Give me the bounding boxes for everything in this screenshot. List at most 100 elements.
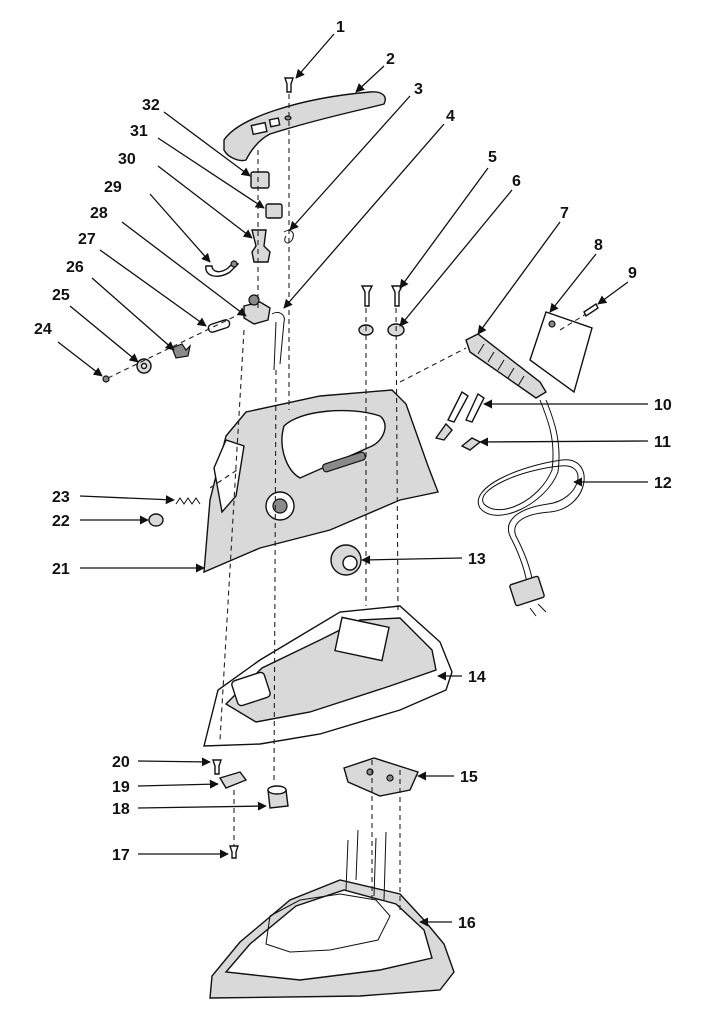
part-2-screw-hole bbox=[284, 115, 292, 121]
callout-6: 6 bbox=[512, 173, 521, 190]
part-12-power-cord bbox=[482, 399, 579, 591]
leader-23 bbox=[79, 495, 175, 505]
callout-25: 25 bbox=[52, 287, 70, 304]
leader-30 bbox=[157, 165, 253, 239]
part-12-plug-prong bbox=[537, 603, 547, 613]
part-16-soleplate-top bbox=[224, 889, 433, 981]
leader-19 bbox=[137, 779, 219, 789]
callout-30: 30 bbox=[118, 151, 136, 168]
part-1-screw bbox=[284, 77, 294, 93]
part-14-pod bbox=[231, 671, 271, 707]
part-2-handle-cover-window bbox=[250, 121, 268, 136]
callout-15: 15 bbox=[460, 769, 478, 786]
part-12-power-cord bbox=[477, 399, 585, 591]
part-11-connector bbox=[434, 422, 453, 441]
callout-20: 20 bbox=[112, 754, 130, 771]
part-20-screw bbox=[212, 759, 222, 775]
part-21-knob-seat-inner bbox=[272, 498, 288, 514]
callout-3: 3 bbox=[414, 81, 423, 98]
callout-11: 11 bbox=[654, 434, 671, 451]
callout-28: 28 bbox=[90, 205, 108, 222]
callout-23: 23 bbox=[52, 489, 70, 506]
leader-25 bbox=[69, 305, 139, 363]
part-5-screw bbox=[390, 285, 404, 307]
part-29-clamp-end bbox=[230, 260, 238, 268]
leader-4 bbox=[283, 123, 445, 309]
part-4-rod bbox=[271, 311, 285, 365]
part-21-handle-opening bbox=[281, 409, 386, 479]
part-17-screw bbox=[229, 845, 239, 859]
callout-32: 32 bbox=[142, 97, 160, 114]
part-28-valve-body bbox=[243, 301, 271, 325]
leader-29 bbox=[149, 193, 211, 263]
callout-18: 18 bbox=[112, 801, 130, 818]
part-15-thermostat bbox=[343, 757, 419, 797]
part-25-washer-hole bbox=[140, 362, 148, 370]
callout-10: 10 bbox=[654, 397, 672, 414]
callout-4: 4 bbox=[446, 108, 455, 125]
callout-22: 22 bbox=[52, 513, 70, 530]
leader-31 bbox=[157, 137, 265, 209]
callout-numbers: 1 2 3 4 5 6 7 8 9 10 11 12 13 14 15 16 1… bbox=[34, 19, 672, 932]
parts-illustration bbox=[102, 77, 599, 999]
part-28-valve-stem bbox=[248, 294, 260, 306]
part-24-screw bbox=[102, 375, 110, 383]
part-10-terminal bbox=[447, 390, 469, 423]
leader-5 bbox=[399, 167, 489, 289]
leader-7 bbox=[477, 221, 561, 335]
callout-26: 26 bbox=[66, 259, 84, 276]
leader-6 bbox=[399, 189, 513, 327]
callout-16: 16 bbox=[458, 915, 476, 932]
leader-32 bbox=[163, 111, 251, 177]
part-23-spring bbox=[175, 497, 201, 505]
callout-7: 7 bbox=[560, 205, 569, 222]
part-18-bushing-top bbox=[267, 785, 287, 795]
part-31-button bbox=[265, 203, 283, 219]
callout-leaders bbox=[57, 33, 649, 927]
part-19-bracket bbox=[218, 771, 248, 789]
callout-17: 17 bbox=[112, 847, 130, 864]
callout-13: 13 bbox=[468, 551, 486, 568]
leader-18 bbox=[137, 801, 267, 811]
callout-24: 24 bbox=[34, 321, 52, 338]
part-30-valve bbox=[251, 229, 271, 263]
part-16-terminals bbox=[345, 829, 387, 901]
leader-24 bbox=[57, 341, 103, 377]
part-10-terminal bbox=[465, 392, 485, 423]
callout-29: 29 bbox=[104, 179, 122, 196]
part-13-dial-center bbox=[342, 555, 358, 571]
part-2-handle-cover bbox=[223, 91, 386, 162]
assembly-lines bbox=[107, 94, 587, 910]
leader-8 bbox=[549, 253, 597, 313]
callout-2: 2 bbox=[386, 51, 395, 68]
part-4-rod bbox=[273, 321, 277, 371]
callout-21: 21 bbox=[52, 561, 70, 578]
callout-27: 27 bbox=[78, 231, 96, 248]
part-12-plug-prong bbox=[529, 607, 537, 617]
callout-5: 5 bbox=[488, 149, 497, 166]
leader-28 bbox=[121, 221, 247, 317]
part-22-nozzle bbox=[148, 513, 164, 527]
part-11-connector bbox=[460, 437, 482, 451]
leader-2 bbox=[355, 65, 385, 93]
leader-20 bbox=[137, 757, 211, 767]
leader-26 bbox=[91, 277, 175, 351]
part-27-pin bbox=[207, 319, 231, 333]
part-12-plug bbox=[509, 575, 545, 607]
callout-9: 9 bbox=[628, 265, 637, 282]
leader-13 bbox=[361, 555, 463, 565]
leader-27 bbox=[99, 249, 207, 327]
callout-12: 12 bbox=[654, 475, 672, 492]
leader-1 bbox=[295, 33, 335, 79]
part-21-handle-slot bbox=[322, 451, 366, 473]
callout-31: 31 bbox=[130, 123, 148, 140]
part-2-handle-cover-window bbox=[268, 117, 281, 128]
part-7-cord-protector-ribs bbox=[477, 343, 525, 387]
part-7-cord-protector bbox=[465, 333, 547, 399]
part-8-rear-cover bbox=[529, 311, 593, 394]
leader-11 bbox=[479, 437, 649, 447]
part-8-hole bbox=[548, 320, 556, 328]
part-5-screw bbox=[360, 285, 374, 307]
part-26-knob bbox=[171, 343, 191, 359]
